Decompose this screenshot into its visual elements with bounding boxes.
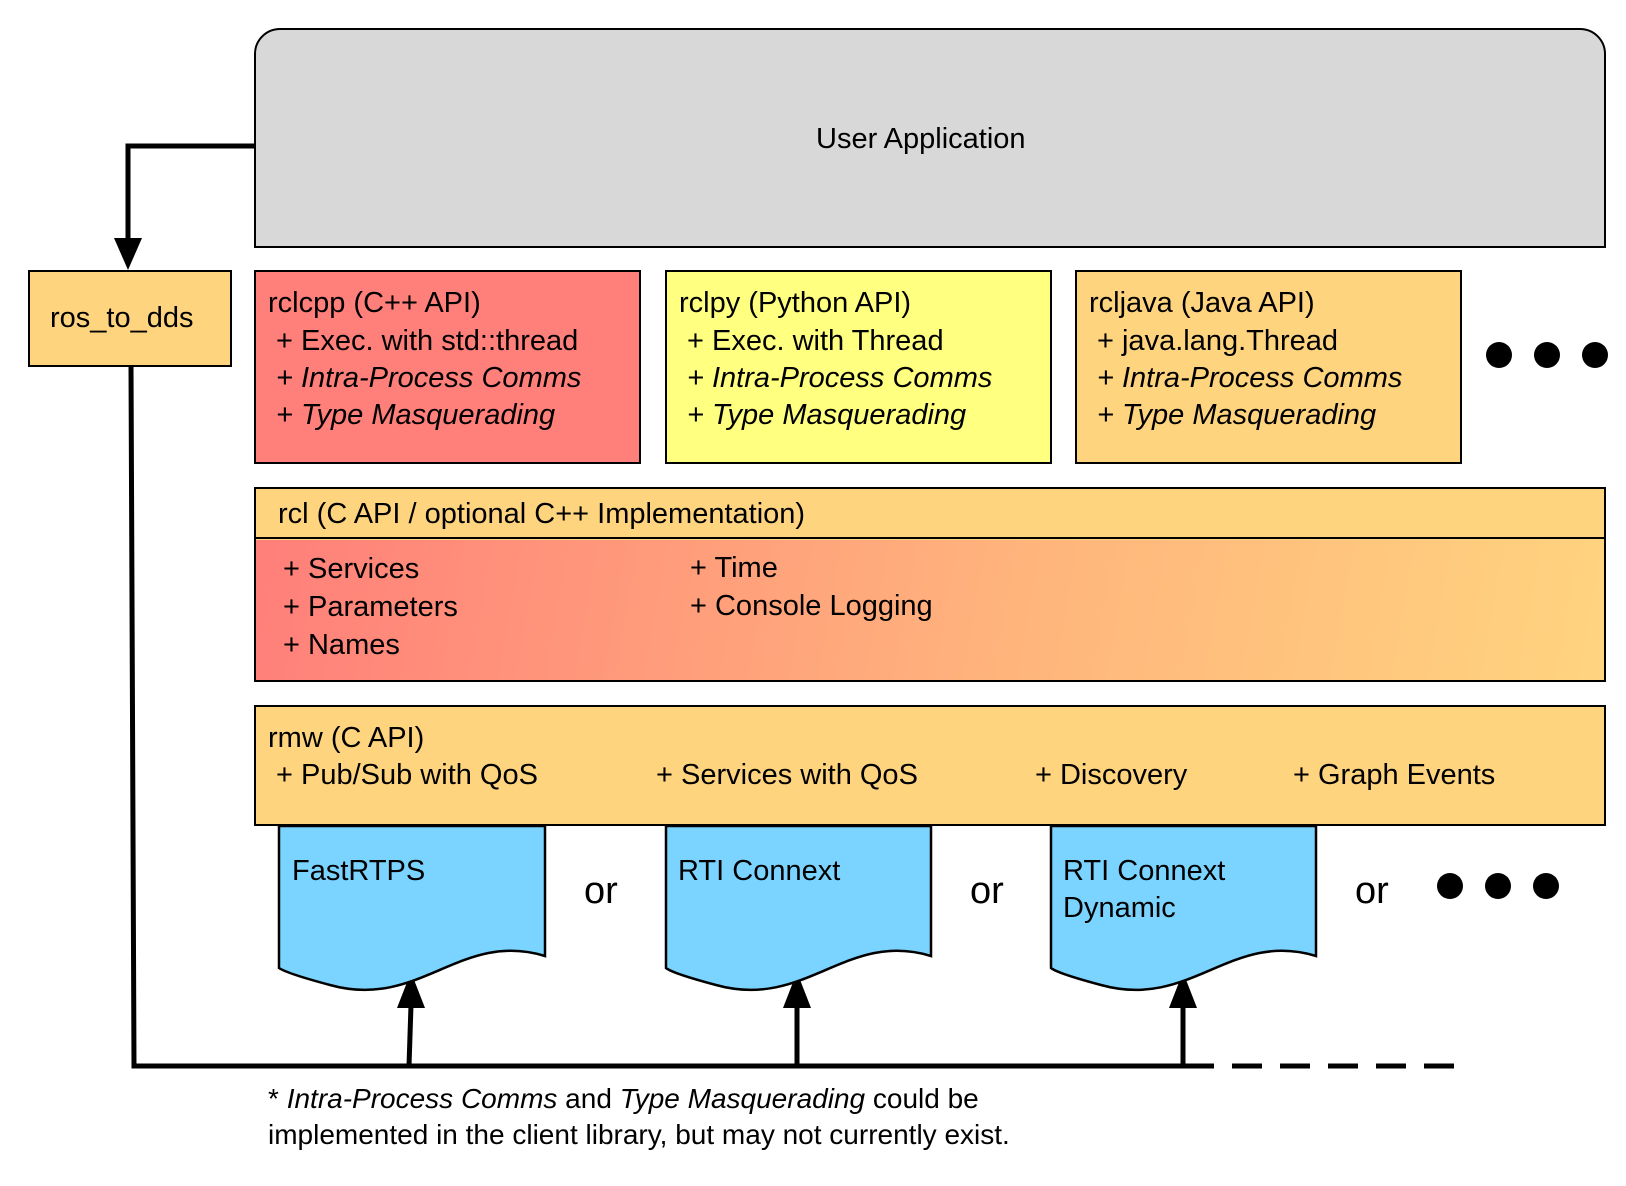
rmw-item-graph-events: + Graph Events <box>1293 759 1496 791</box>
connext-shape <box>664 824 933 992</box>
footnote-type-masquerading: Type Masquerading <box>619 1083 866 1114</box>
rclpy-item-2: + Intra-Process Comms <box>687 362 993 394</box>
rclcpp-item-3: + Type Masquerading <box>276 399 556 431</box>
rclpy-title: rclpy (Python API) <box>679 287 912 319</box>
rcl-box: rcl (C API / optional C++ Implementation… <box>254 487 1606 682</box>
footnote-intra-process: Intra-Process Comms <box>286 1083 558 1114</box>
ros-to-dds-arrowhead <box>114 238 142 270</box>
rclpy-item-1: + Exec. with Thread <box>687 325 944 357</box>
footnote-and: and <box>557 1083 620 1114</box>
rcl-item-console-logging: + Console Logging <box>690 589 933 622</box>
or-separator-2: or <box>970 870 1004 912</box>
connext-dynamic-shape <box>1049 824 1318 992</box>
ellipsis-dot <box>1534 342 1560 368</box>
ros-to-dds-bus-line <box>128 365 1184 1069</box>
rcl-item-services: + Services <box>283 552 420 585</box>
connext-dynamic-arrowhead <box>1169 972 1197 1008</box>
bus-to-fastrtps-line <box>406 1004 414 1067</box>
or-separator-1: or <box>584 870 618 912</box>
footnote-star: * <box>268 1083 287 1114</box>
rcljava-title: rcljava (Java API) <box>1089 287 1315 319</box>
user-application-box: User Application <box>254 28 1606 248</box>
ros-to-dds-label: ros_to_dds <box>50 302 194 334</box>
app-to-ros-to-dds-line <box>125 143 254 240</box>
more-client-libraries-ellipsis <box>1486 342 1608 368</box>
ellipsis-dot <box>1437 873 1463 899</box>
footnote-line-2: implemented in the client library, but m… <box>268 1119 1010 1150</box>
rcljava-item-2: + Intra-Process Comms <box>1097 362 1403 394</box>
footnote-line-1: * Intra-Process Comms and Type Masquerad… <box>268 1080 979 1118</box>
rmw-item-discovery: + Discovery <box>1035 759 1188 791</box>
rcljava-box: rcljava (Java API) + java.lang.Thread + … <box>1075 270 1462 464</box>
rcl-item-time: + Time <box>690 551 778 584</box>
footnote-could-be: could be <box>865 1083 979 1114</box>
rcl-item-parameters: + Parameters <box>283 590 458 623</box>
ellipsis-dot <box>1582 342 1608 368</box>
rmw-box: rmw (C API) + Pub/Sub with QoS + Service… <box>254 705 1606 826</box>
connext-dynamic-label-line2: Dynamic <box>1063 892 1176 924</box>
more-dds-ellipsis <box>1437 873 1559 899</box>
rcl-title: rcl (C API / optional C++ Implementation… <box>278 498 806 530</box>
connext-label: RTI Connext <box>678 855 841 887</box>
fastrtps-label: FastRTPS <box>292 855 426 887</box>
ros-to-dds-box: ros_to_dds <box>28 270 232 367</box>
rclcpp-box: rclcpp (C++ API) + Exec. with std::threa… <box>254 270 641 464</box>
rcl-header: rcl (C API / optional C++ Implementation… <box>256 489 1604 539</box>
rmw-title: rmw (C API) <box>268 722 425 754</box>
rcl-item-names: + Names <box>283 628 400 661</box>
rcl-body: + Services + Parameters + Names + Time +… <box>256 539 1604 680</box>
rclpy-item-3: + Type Masquerading <box>687 399 967 431</box>
fastrtps-arrowhead <box>397 972 425 1008</box>
or-separator-3: or <box>1355 870 1389 912</box>
connext-arrowhead <box>783 972 811 1008</box>
rclcpp-item-2: + Intra-Process Comms <box>276 362 582 394</box>
ellipsis-dot <box>1533 873 1559 899</box>
rclcpp-item-1: + Exec. with std::thread <box>276 325 579 357</box>
rclcpp-title: rclcpp (C++ API) <box>268 287 481 319</box>
user-application-label: User Application <box>816 123 1026 155</box>
connext-dynamic-label-line1: RTI Connext <box>1063 855 1226 887</box>
rcljava-item-3: + Type Masquerading <box>1097 399 1377 431</box>
rcljava-item-1: + java.lang.Thread <box>1097 325 1339 357</box>
rmw-item-pubsub: + Pub/Sub with QoS <box>276 759 538 791</box>
rclpy-box: rclpy (Python API) + Exec. with Thread +… <box>665 270 1052 464</box>
fastrtps-shape <box>277 824 547 992</box>
ellipsis-dot <box>1486 342 1512 368</box>
ellipsis-dot <box>1485 873 1511 899</box>
rmw-item-services: + Services with QoS <box>656 759 918 791</box>
